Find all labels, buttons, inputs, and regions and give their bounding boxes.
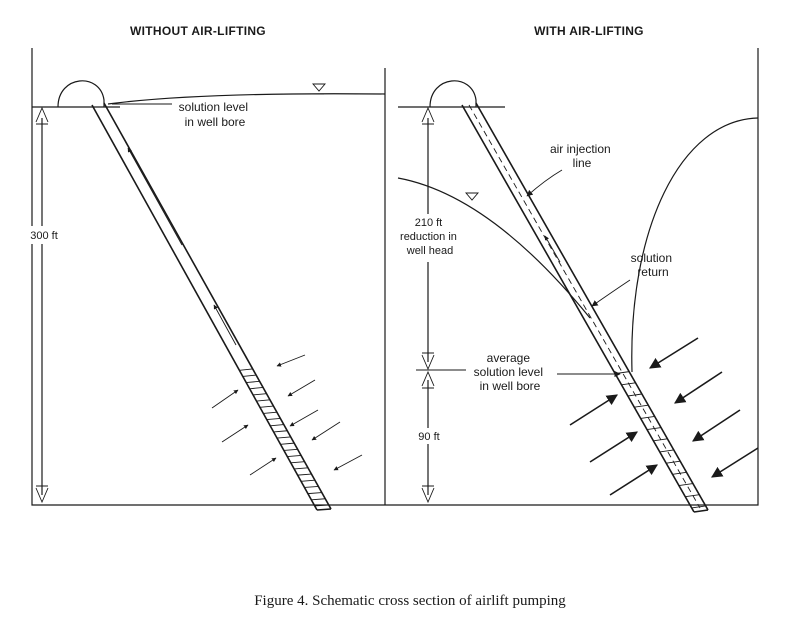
right-water-table-symbol: [465, 192, 479, 201]
air-injection-label: air injection line: [550, 142, 614, 170]
screen-tick: [242, 374, 257, 377]
screen-tick: [259, 405, 274, 408]
screen-tick: [270, 424, 284, 427]
screen-tick: [263, 411, 277, 414]
screen-tick: [666, 460, 681, 464]
average-level-label: average solution level in well bore: [474, 351, 547, 393]
solution-level-label: solution level in well bore: [179, 100, 252, 129]
lower-depth-label: 90 ft: [418, 431, 439, 443]
lower-depth-arrow-bottom: [421, 485, 435, 504]
left-water-table-symbol: [312, 83, 326, 92]
lower-depth-arrow-top: [421, 370, 435, 389]
screen-tick: [672, 471, 687, 475]
screen-tick: [249, 387, 264, 390]
screen-tick: [640, 415, 655, 419]
screen-tick: [256, 399, 271, 402]
right-wellhead-dome: [429, 80, 477, 108]
reduction-label: 210 ft reduction in well head: [400, 217, 460, 257]
left-flow-arrow-1: [127, 147, 183, 246]
solution-return-label: solution return: [631, 251, 676, 279]
screen-tick: [304, 485, 319, 488]
left-wellhead-dome: [57, 80, 105, 108]
screen-tick: [314, 504, 329, 507]
screen-tick: [311, 498, 326, 501]
left-water-table: [107, 93, 386, 105]
solution-return-leader: [591, 279, 631, 307]
left-panel: solution level in well bore 300 ft: [22, 80, 386, 511]
screen-tick: [615, 371, 630, 375]
screen-tick: [685, 494, 700, 498]
screen-tick: [678, 483, 693, 486]
screen-tick: [280, 442, 295, 445]
right-flow-arrow: [544, 235, 561, 263]
screen-tick: [307, 492, 322, 495]
screen-tick: [627, 393, 642, 397]
screen-tick: [634, 404, 649, 408]
screen-tick: [621, 382, 636, 386]
screen-tick: [297, 473, 312, 476]
right-panel-title: WITH AIR-LIFTING: [534, 24, 644, 38]
figure-border: [31, 48, 759, 506]
air-injection-line: [468, 104, 701, 509]
screen-tick: [653, 438, 668, 442]
right-well-bore: [461, 102, 709, 513]
figure-caption: Figure 4. Schematic cross section of air…: [254, 593, 566, 609]
screen-tick: [646, 427, 662, 431]
screen-tick: [691, 505, 706, 509]
air-injection-leader: [526, 169, 563, 197]
right-panel: air injection line solution return 210 f…: [388, 80, 759, 513]
screen-tick: [246, 380, 260, 384]
right-inflow-arrows: [569, 337, 759, 496]
screen-tick: [277, 436, 291, 439]
screen-tick: [301, 479, 315, 482]
screen-tick: [287, 455, 302, 458]
screen-tick: [253, 393, 267, 396]
screen-tick: [273, 430, 288, 433]
depth-label-300ft: 300 ft: [30, 230, 58, 242]
left-flow-arrow-2: [213, 304, 237, 346]
screen-tick: [283, 448, 298, 451]
screen-tick: [659, 449, 674, 453]
depth-arrow-top: [35, 106, 49, 125]
screen-tick: [266, 417, 281, 421]
depth-arrow-bottom: [35, 485, 49, 504]
reduction-arrow-bottom: [421, 352, 435, 371]
screen-tick: [239, 368, 253, 371]
left-inflow-arrows: [211, 354, 363, 476]
reduction-arrow-top: [421, 106, 435, 125]
screen-tick: [294, 467, 309, 470]
left-panel-title: WITHOUT AIR-LIFTING: [130, 24, 266, 38]
screen-tick: [290, 461, 305, 464]
solution-return-curve: [631, 117, 759, 373]
left-well-bore: [91, 102, 332, 511]
right-drawdown-curve: [397, 177, 591, 319]
